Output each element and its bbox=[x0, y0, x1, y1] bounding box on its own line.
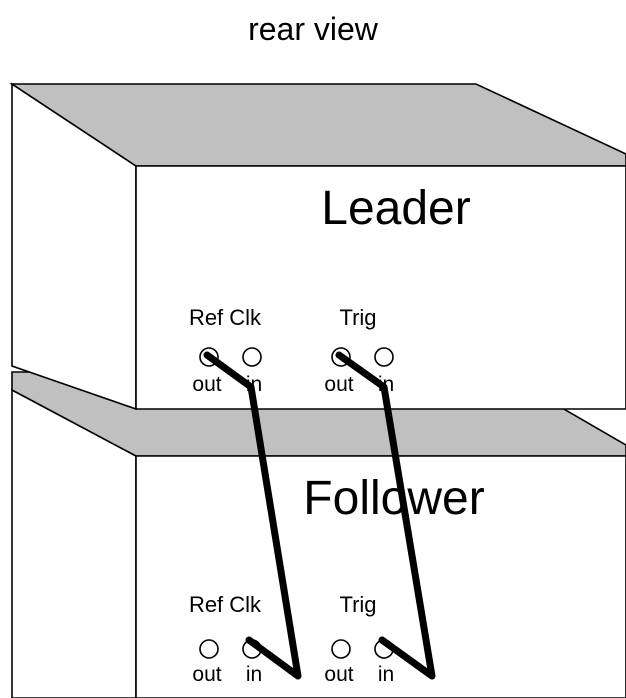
follower-refclk-in-label: in bbox=[246, 663, 262, 686]
follower-unit: Follower Ref Clk Trig out in out in bbox=[11, 371, 626, 698]
leader-refclk-in-port[interactable] bbox=[242, 347, 262, 367]
leader-unit: Leader Ref Clk Trig out in out in bbox=[9, 82, 626, 411]
diagram-title: rear view bbox=[248, 11, 379, 47]
leader-trig-in-port[interactable] bbox=[374, 347, 394, 367]
follower-trig-out-label: out bbox=[324, 663, 353, 686]
leader-front-face bbox=[135, 165, 626, 410]
refclk-cable[interactable] bbox=[203, 351, 302, 680]
follower-refclk-out-label: out bbox=[192, 663, 221, 686]
leader-trig-label: Trig bbox=[339, 305, 376, 330]
trig-cable[interactable] bbox=[335, 351, 436, 680]
leader-top-face bbox=[9, 83, 626, 167]
follower-refclk-label: Ref Clk bbox=[189, 592, 262, 617]
follower-trig-label: Trig bbox=[339, 592, 376, 617]
leader-refclk-label: Ref Clk bbox=[189, 305, 262, 330]
follower-refclk-out-port[interactable] bbox=[199, 639, 219, 659]
follower-trig-out-port[interactable] bbox=[331, 639, 351, 659]
follower-name: Follower bbox=[303, 472, 484, 525]
follower-front-face bbox=[135, 455, 626, 698]
leader-trig-out-label: out bbox=[324, 373, 353, 396]
follower-trig-in-label: in bbox=[378, 663, 394, 686]
leader-refclk-out-label: out bbox=[192, 373, 221, 396]
leader-name: Leader bbox=[321, 182, 470, 235]
